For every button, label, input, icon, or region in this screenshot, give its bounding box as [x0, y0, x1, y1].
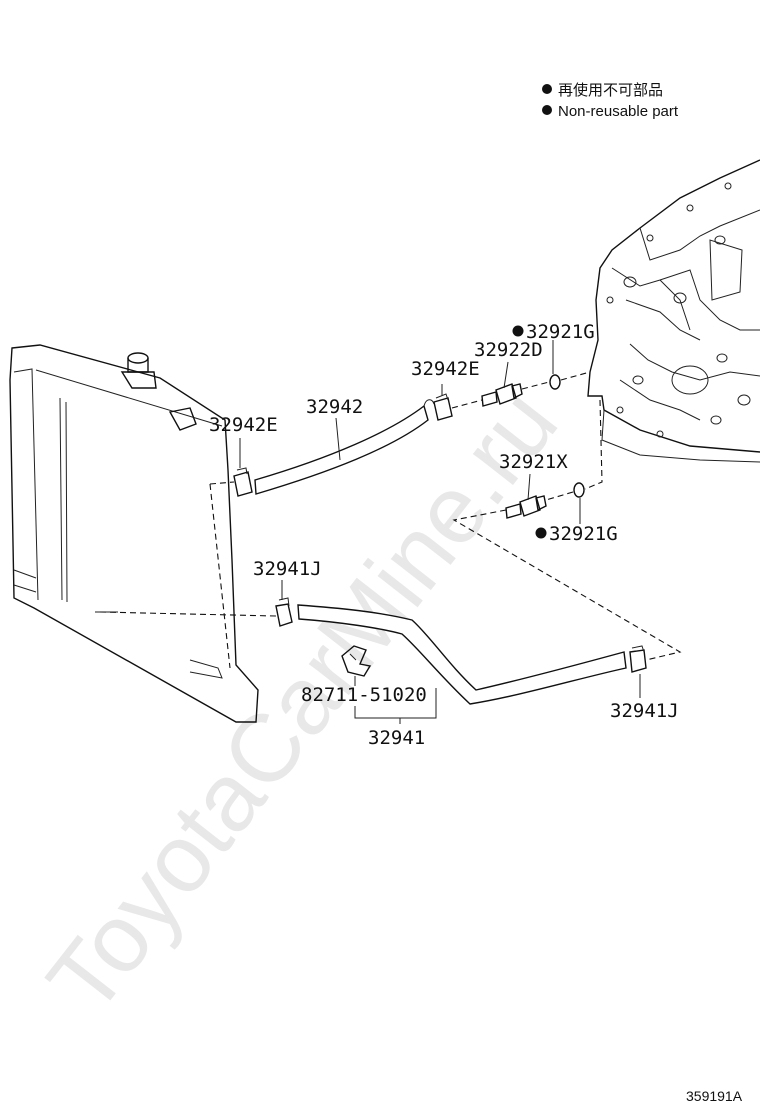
non-reusable-mark-icon [535, 527, 547, 539]
label-32921g-lower: 32921G [549, 523, 618, 545]
diagram-reference-code: 359191A [686, 1088, 743, 1104]
label-32921x: 32921X [499, 451, 568, 473]
label-82711-51020: 82711-51020 [301, 684, 427, 706]
legend-label-english: Non-reusable part [558, 103, 679, 120]
non-reusable-bullet-icon [542, 105, 552, 115]
label-32941j-left: 32941J [253, 558, 322, 580]
upper-hose-drawing [254, 399, 435, 495]
label-32942e-right: 32942E [411, 358, 480, 380]
legend-label-japanese: 再使用不可部品 [558, 82, 663, 99]
clamp-lower-left-drawing [275, 597, 293, 627]
label-32922d: 32922D [474, 339, 543, 361]
lower-hose-drawing [297, 604, 627, 705]
gasket-upper-drawing [549, 374, 561, 390]
label-32941j-right: 32941J [610, 700, 679, 722]
legend: 再使用不可部品 Non-reusable part [542, 82, 679, 120]
non-reusable-mark-icon [512, 325, 524, 337]
clamp-bracket-drawing [341, 645, 372, 677]
label-32941: 32941 [368, 727, 425, 749]
union-upper-drawing [481, 383, 523, 407]
union-lower-drawing [505, 495, 547, 519]
connection-lines [99, 371, 682, 669]
label-32942e-left: 32942E [209, 414, 278, 436]
label-32942: 32942 [306, 396, 363, 418]
clamp-upper-right-drawing [433, 393, 453, 421]
radiator-drawing [9, 344, 259, 723]
non-reusable-bullet-icon [542, 84, 552, 94]
transmission-case-drawing [587, 159, 760, 463]
clamp-upper-left-drawing [233, 467, 253, 497]
clamp-lower-right-drawing [629, 645, 647, 673]
label-32921g-upper: 32921G [526, 321, 595, 343]
leader-lines [239, 340, 641, 724]
part-labels: 32942 32942E 32942E 32922D 32921G 32921X… [209, 321, 679, 749]
gasket-lower-drawing [573, 482, 585, 498]
